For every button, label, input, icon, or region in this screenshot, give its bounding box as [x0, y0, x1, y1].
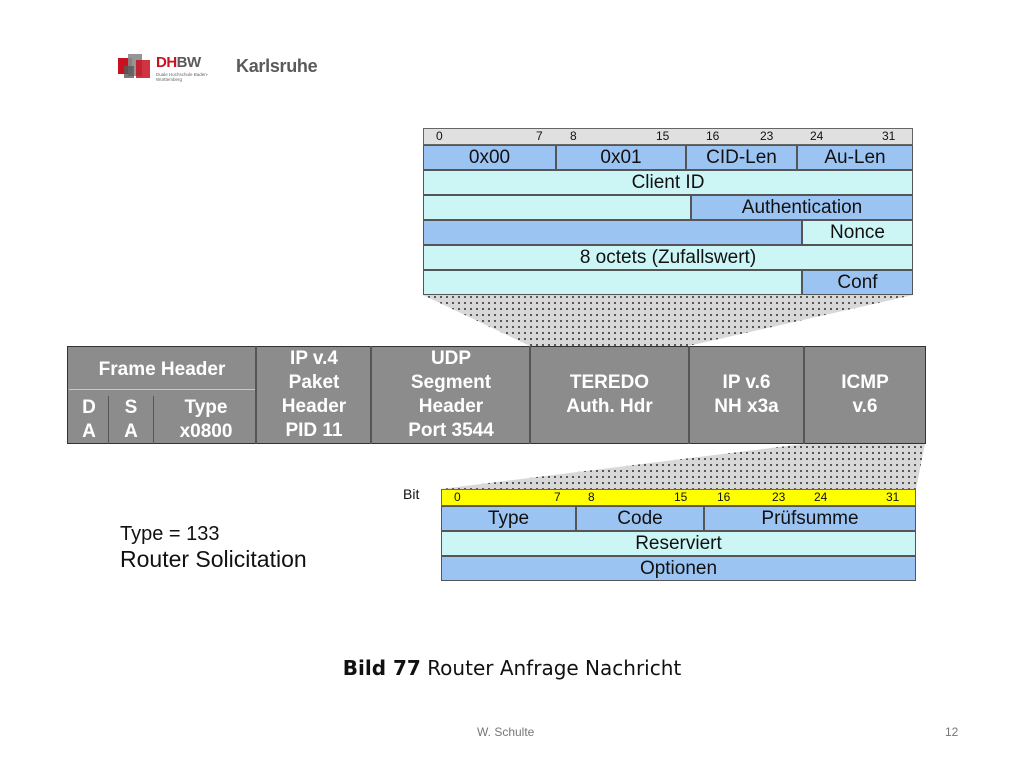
- field-code: Code: [576, 506, 704, 531]
- bit-label: 16: [717, 490, 731, 504]
- bit-label: 31: [886, 490, 900, 504]
- field-client-id-cont: [423, 195, 691, 220]
- bit-label: 16: [706, 129, 720, 143]
- divider: [688, 346, 690, 444]
- field-conf: Conf: [802, 270, 913, 295]
- field-nonce-cont: [423, 270, 802, 295]
- message-type-value: Type = 133: [120, 523, 220, 545]
- bit-label: 8: [570, 129, 577, 143]
- dhbw-logo-mark: [118, 54, 150, 78]
- message-type-name: Router Solicitation: [120, 546, 307, 572]
- field-nonce: Nonce: [802, 220, 913, 245]
- field-checksum: Prüfsumme: [704, 506, 916, 531]
- logo-city: Karlsruhe: [236, 56, 318, 76]
- divider: [153, 396, 154, 444]
- bit-label: 0: [454, 490, 461, 504]
- bit-label: 31: [882, 129, 896, 143]
- bit-label: 24: [810, 129, 824, 143]
- field-0x00: 0x00: [423, 145, 556, 170]
- field-options: Optionen: [441, 556, 916, 581]
- divider: [255, 346, 257, 444]
- field-authentication: Authentication: [691, 195, 913, 220]
- field-nonce-octets: 8 octets (Zufallswert): [423, 245, 913, 270]
- bit-label: 15: [674, 490, 688, 504]
- field-authentication-cont: [423, 220, 802, 245]
- field-reserved: Reserviert: [441, 531, 916, 556]
- figure-caption: Bild 77 Router Anfrage Nachricht: [342, 656, 682, 680]
- bit-label: 8: [588, 490, 595, 504]
- bit-label: 23: [760, 129, 774, 143]
- bit-label: 15: [656, 129, 670, 143]
- bit-caption: Bit: [403, 486, 420, 502]
- field-0x01: 0x01: [556, 145, 686, 170]
- bit-ruler: 0 7 8 15 16 23 24 31: [423, 128, 913, 145]
- logo-wordmark: DHBW: [156, 54, 201, 71]
- field-au-len: Au-Len: [797, 145, 913, 170]
- divider: [108, 396, 109, 444]
- divider: [69, 389, 255, 390]
- field-client-id: Client ID: [423, 170, 913, 195]
- bit-label: 7: [554, 490, 561, 504]
- footer-author: W. Schulte: [477, 725, 535, 739]
- field-type: Type: [441, 506, 576, 531]
- bit-label: 7: [536, 129, 543, 143]
- bit-ruler: 0 7 8 15 16 23 24 31: [441, 489, 916, 506]
- bit-label: 0: [436, 129, 443, 143]
- bit-label: 24: [814, 490, 828, 504]
- divider: [370, 346, 372, 444]
- divider: [529, 346, 531, 444]
- field-cid-len: CID-Len: [686, 145, 797, 170]
- packet-structure-bar: [67, 346, 926, 444]
- page-number: 12: [945, 725, 959, 739]
- divider: [803, 346, 805, 444]
- logo-subtitle: Duale Hochschule Baden-Württemberg: [156, 72, 209, 82]
- frame-header-label: Frame Header: [98, 359, 226, 380]
- bit-label: 23: [772, 490, 786, 504]
